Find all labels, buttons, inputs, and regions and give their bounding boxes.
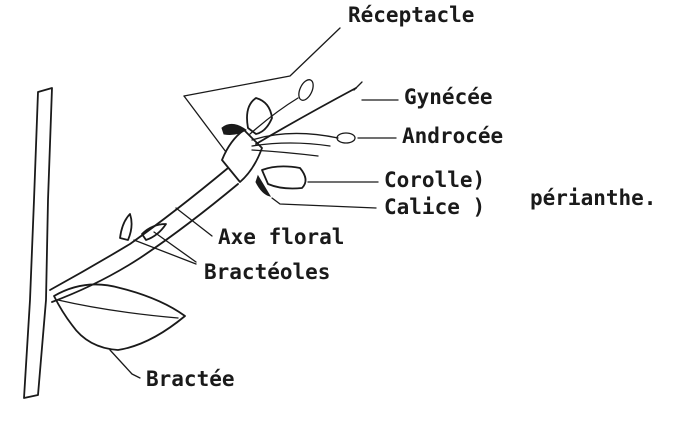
- calyx-sepal-2: [256, 176, 270, 196]
- petal-upper: [247, 98, 272, 134]
- label-gynecee: Gynécée: [404, 85, 493, 109]
- calyx-sepal-1: [222, 124, 246, 134]
- label-calice: Calice ): [384, 195, 485, 219]
- label-receptacle: Réceptacle: [348, 3, 474, 27]
- label-bracteoles: Bractéoles: [204, 260, 330, 284]
- label-axe-floral: Axe floral: [218, 225, 344, 249]
- main-stem: [24, 88, 52, 398]
- flower: [222, 77, 362, 196]
- label-perianthe: périanthe.: [530, 186, 656, 210]
- label-bractee: Bractée: [146, 367, 235, 391]
- petal-lower: [262, 166, 306, 188]
- receptacle-shape: [222, 130, 262, 182]
- label-androcee: Androcée: [402, 124, 503, 148]
- leader-lines: [110, 28, 398, 378]
- label-corolle: Corolle): [384, 168, 485, 192]
